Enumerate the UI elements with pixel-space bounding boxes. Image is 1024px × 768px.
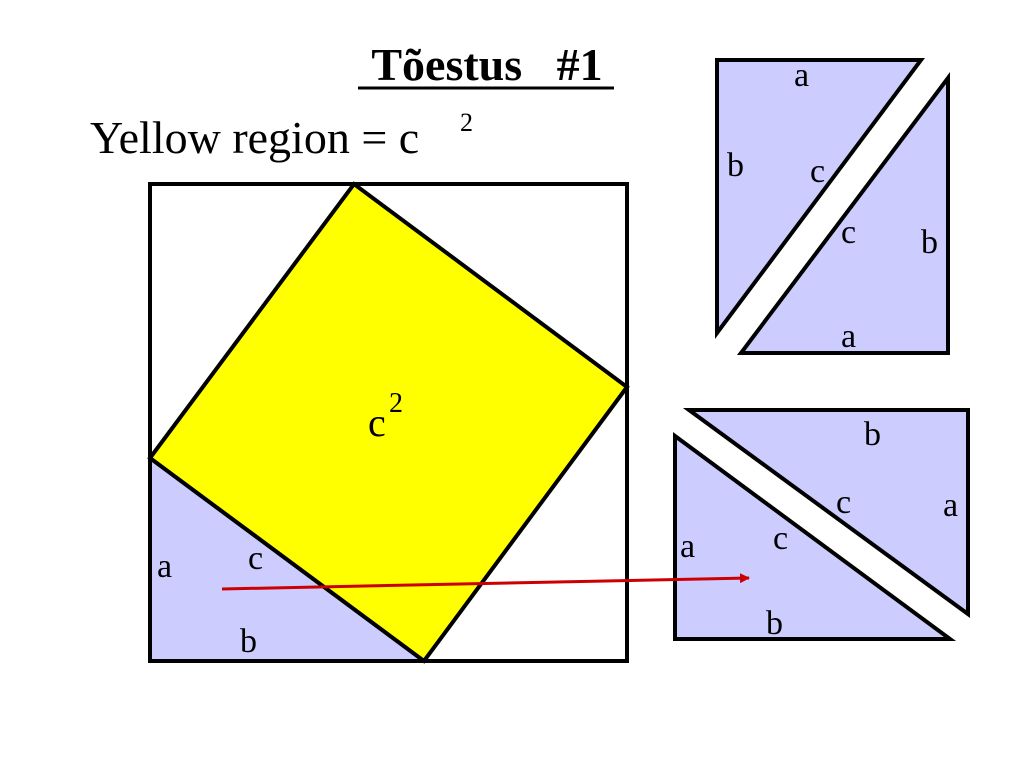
tr-label-c-lower: c [841,214,856,251]
br-label-a-right: a [943,487,958,524]
tr-label-c-upper: c [810,153,825,190]
tr-label-a-bottom: a [841,318,856,355]
red-arrow [221,573,750,591]
formula-superscript: 2 [460,108,473,137]
br-label-b-bottom: b [766,605,783,642]
tr-label-b-right: b [921,224,938,261]
main-square-figure [147,181,630,664]
top-right-upper-triangle [715,58,925,340]
tr-label-a-top: a [794,57,809,94]
br-label-c-upper: c [836,484,851,521]
br-label-a-left: a [680,528,695,565]
formula-text: Yellow region = c [90,112,419,163]
tr-label-b-left: b [727,147,744,184]
bottom-right-upper-triangle [682,408,970,618]
bottom-right-lower-triangle [673,432,957,641]
br-label-b-top: b [864,416,881,453]
br-label-c-lower: c [773,520,788,557]
main-label-c: c [248,540,263,577]
outer-square-border [148,182,629,663]
bottom-right-rectangle-triangles [673,408,970,641]
main-label-b: b [240,623,257,660]
c-squared-superscript: 2 [389,388,403,419]
top-right-lower-triangle [736,72,950,355]
c-squared-base: c [368,400,386,445]
page-title: Tõestus #1 [371,39,602,90]
main-label-a: a [157,548,172,585]
top-right-rectangle-triangles [715,58,950,355]
